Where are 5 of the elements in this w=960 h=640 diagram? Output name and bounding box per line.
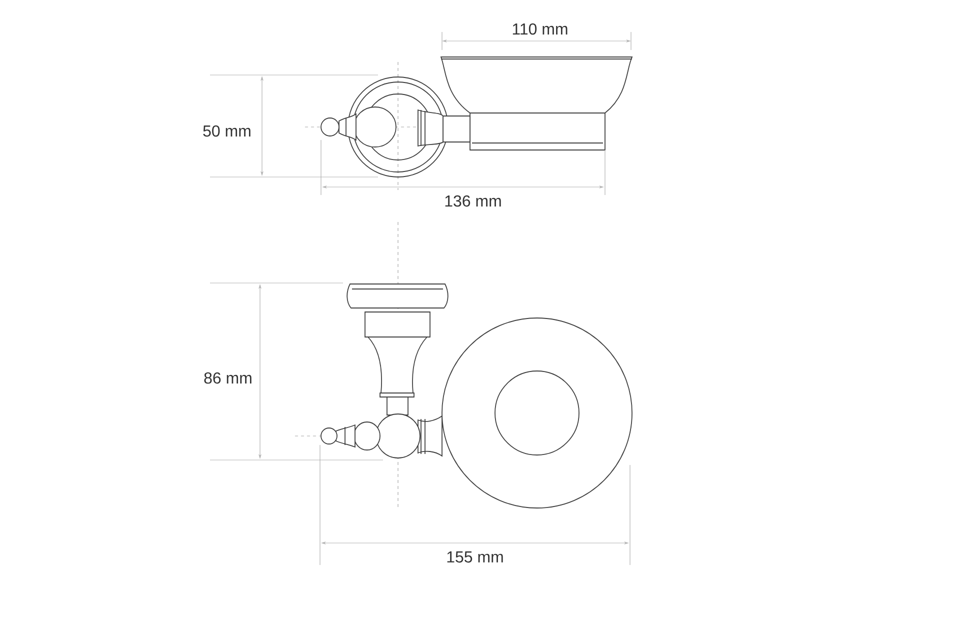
dimension-label: 136 mm [445,195,501,207]
dimension-label: 155 mm [447,551,503,563]
dimension-label: 86 mm [204,372,252,384]
dimension-label: 50 mm [203,125,250,137]
dimension-label: 110 mm [512,23,568,35]
